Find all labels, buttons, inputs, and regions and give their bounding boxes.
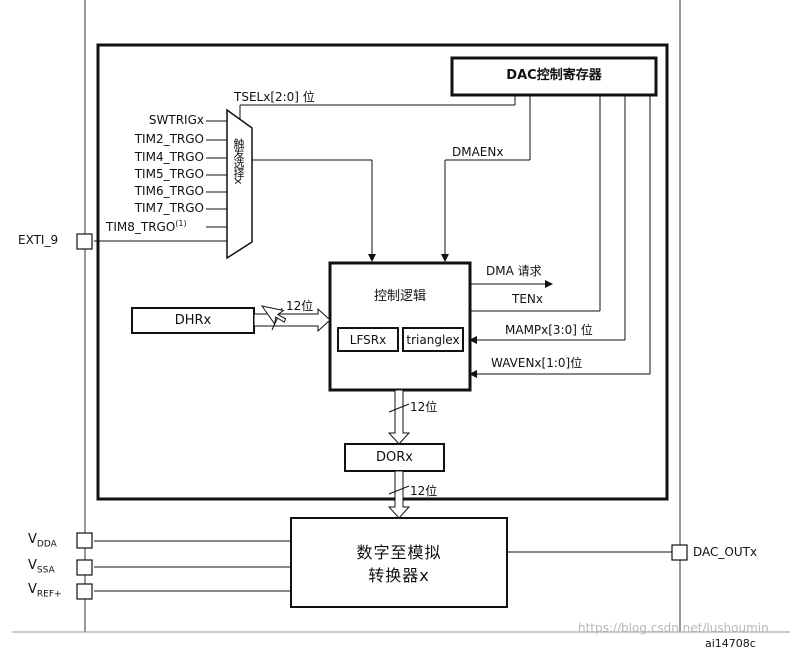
dac-control-register-box [450, 56, 658, 97]
vref-pin [76, 583, 93, 600]
mux-input-tim5: TIM5_TRGO [134, 167, 204, 181]
converter-box [290, 517, 508, 608]
dhr-label: DHRx [174, 313, 212, 328]
mamp-label: MAMPx[3:0] 位 [505, 323, 593, 337]
dac-out-pin [671, 544, 688, 561]
vssa-label: VSSA [28, 559, 55, 576]
lfsr-label: LFSRx [349, 333, 387, 347]
dor-to-converter-bus [387, 470, 411, 519]
exti-label: EXTI_9 [18, 233, 59, 247]
vdda-pin [76, 532, 93, 549]
vdda-main: V [28, 532, 37, 547]
figure-id: ai14708c [705, 637, 756, 650]
logic-dor-bus-width: 12位 [410, 400, 438, 414]
power-pin-lines [94, 540, 291, 592]
vdda-sub: DDA [36, 539, 57, 550]
ten-label: TENx [512, 292, 543, 306]
converter-label-line2: 转换器x [368, 566, 430, 585]
mux-label: 触发选择x [232, 138, 245, 184]
mux-input-tim8: TIM8_TRGO(1) [106, 219, 187, 234]
converter-label-line1: 数字至模拟 [356, 543, 442, 562]
lfsr-box [337, 327, 399, 352]
control-logic-label: 控制逻辑 [373, 289, 426, 304]
dac-control-register-label: DAC控制寄存器 [506, 68, 602, 83]
device-boundary [12, 0, 790, 633]
dor-converter-bus-width: 12位 [410, 484, 438, 498]
vref-sub: REF+ [36, 589, 62, 600]
mux-input-tim4: TIM4_TRGO [134, 150, 204, 164]
mux-input-tim8-text: TIM8_TRGO [106, 220, 176, 234]
vref-label: VREF+ [28, 583, 62, 600]
dma-request-label: DMA 请求 [486, 264, 542, 278]
triangle-label: trianglex [406, 333, 460, 347]
register-output-lines [469, 95, 651, 378]
exti-pin [76, 233, 93, 250]
logic-to-dor-bus [387, 389, 411, 445]
mux-input-tim6: TIM6_TRGO [134, 184, 204, 198]
wave-label: WAVENx[1:0]位 [491, 356, 583, 370]
control-logic-box [328, 261, 472, 392]
mux-input-tim2: TIM2_TRGO [134, 132, 204, 146]
dor-label: DORx [376, 450, 413, 465]
mux-input-tim7: TIM7_TRGO [134, 201, 204, 215]
dac-out-label: DAC_OUTx [693, 545, 758, 559]
dhr-bus-width: 12位 [286, 299, 314, 313]
dor-box [344, 443, 445, 472]
mux-to-logic-line [252, 159, 376, 262]
watermark: https://blog.csdn.net/lushoumin [578, 621, 769, 635]
logic-dor-slash [388, 403, 410, 413]
trigger-mux [226, 108, 253, 260]
triangle-box [402, 327, 464, 352]
mux-input-tim8-footnote: (1) [175, 219, 187, 228]
dmaen-label: DMAENx [452, 145, 504, 159]
vssa-sub: SSA [36, 565, 55, 576]
mux-input-swtrig: SWTRIGx [148, 113, 204, 127]
mouse-cursor-icon [260, 305, 287, 326]
dac-module-box [96, 43, 669, 501]
vref-main: V [28, 582, 37, 597]
dor-converter-slash [388, 485, 410, 495]
vdda-label: VDDA [28, 533, 57, 550]
dhr-box [131, 307, 255, 334]
mux-input-lines [206, 120, 227, 228]
vssa-pin [76, 559, 93, 576]
vssa-main: V [28, 558, 37, 573]
tsel-label: TSELx[2:0] 位 [234, 90, 315, 104]
dmaen-line [441, 95, 531, 262]
